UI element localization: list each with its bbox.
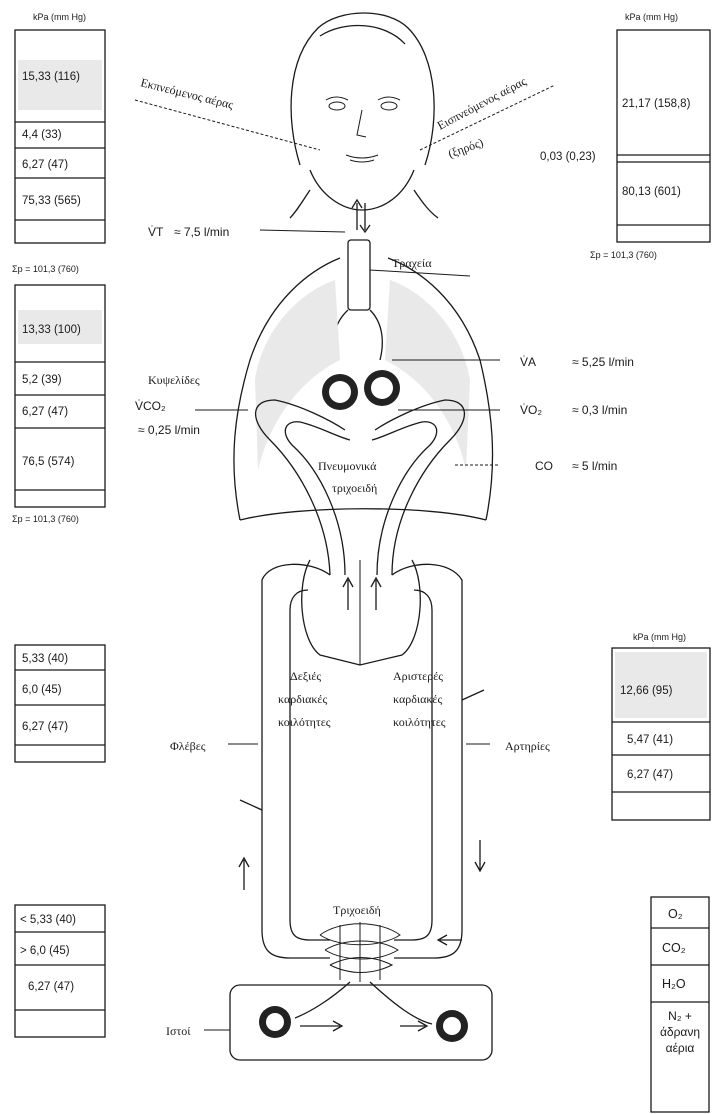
- diagram-labels: Εκπνεόμενος αέρας Εισπνεόμενος αέρας (ξη…: [135, 74, 634, 1038]
- alveolar-sum: Σp = 101,3 (760): [12, 514, 79, 524]
- arterial-h2o-value: 6,27 (47): [627, 769, 673, 781]
- vt-symbol: V̇T: [148, 225, 164, 239]
- expired-sum: Σp = 101,3 (760): [12, 264, 79, 274]
- va-symbol: V̇A: [520, 355, 536, 369]
- right-heart-label: Δεξιές: [290, 669, 321, 683]
- expired-n2-value: 75,33 (565): [22, 195, 81, 207]
- tissues-label: Ιστοί: [166, 1024, 191, 1038]
- vco2-symbol: V̇CO₂: [135, 399, 166, 413]
- vt-value: ≈ 7,5 l/min: [174, 225, 229, 239]
- venous-o2-value: 5,33 (40): [22, 653, 68, 665]
- va-value: ≈ 5,25 l/min: [572, 355, 634, 369]
- expired-o2-value: 15,33 (116): [22, 71, 80, 83]
- expired-co2-value: 4,4 (33): [22, 129, 62, 141]
- tissue-h2o-value: 6,27 (47): [28, 981, 74, 993]
- alveoli-label: Κυψελίδες: [148, 373, 200, 387]
- co-symbol: CO: [535, 459, 553, 473]
- legend-h2o: H₂O: [662, 977, 686, 991]
- right-heart-label-3: κοιλότητες: [278, 715, 331, 729]
- lungs-illustration: [234, 240, 493, 520]
- inspired-co2-value: 0,03 (0,23): [540, 151, 596, 163]
- expired-air-table: kPa (mm Hg) 15,33 (116) 4,4 (33) 6,27 (4…: [12, 12, 105, 274]
- arterial-table: kPa (mm Hg) 12,66 (95) 5,47 (41) 6,27 (4…: [612, 632, 710, 820]
- inspired-n2-value: 80,13 (601): [622, 186, 681, 198]
- inspired-sum: Σp = 101,3 (760): [590, 250, 657, 260]
- units-label: kPa (mm Hg): [633, 632, 686, 642]
- veins-label: Φλέβες: [170, 739, 206, 753]
- arterial-o2-value: 12,66 (95): [620, 685, 673, 697]
- tissue-table: < 5,33 (40) > 6,0 (45) 6,27 (47): [15, 905, 105, 1037]
- tissue-capillary-bed: [320, 922, 400, 982]
- trachea-label: Τραχεία: [392, 256, 432, 270]
- expired-h2o-value: 6,27 (47): [22, 159, 68, 171]
- alveolar-n2-value: 76,5 (574): [22, 456, 75, 468]
- left-heart-label-2: καρδιακές: [393, 692, 442, 706]
- arterial-co2-value: 5,47 (41): [627, 734, 673, 746]
- legend-o2: O₂: [668, 907, 683, 921]
- alveoli-illustration: [322, 370, 400, 410]
- legend-co2: CO₂: [662, 941, 686, 955]
- alveolar-table: 13,33 (100) 5,2 (39) 6,27 (47) 76,5 (574…: [12, 285, 105, 524]
- vco2-value: ≈ 0,25 l/min: [138, 423, 200, 437]
- units-label: kPa (mm Hg): [625, 12, 678, 22]
- tissue-co2-value: > 6,0 (45): [20, 945, 70, 957]
- left-heart-label: Αριστερές: [393, 669, 443, 683]
- legend-n2-wrap: N₂ + άδρανη αέρια: [652, 1008, 708, 1108]
- co-value: ≈ 5 l/min: [572, 459, 617, 473]
- tissue-capillaries-label: Τριχοειδή: [333, 903, 381, 917]
- tissue-o2-value: < 5,33 (40): [20, 914, 76, 926]
- inspired-air-label: Εισπνεόμενος αέρας: [435, 74, 529, 133]
- left-heart-label-3: κοιλότητες: [393, 715, 446, 729]
- inspired-air-table: kPa (mm Hg) 21,17 (158,8) 0,03 (0,23) 80…: [540, 12, 710, 260]
- venous-h2o-value: 6,27 (47): [22, 721, 68, 733]
- inspired-dry-label: (ξηρός): [446, 135, 485, 161]
- tissue-block: [230, 982, 492, 1060]
- pulmonary-capillaries-label: Πνευμονικά: [318, 459, 377, 473]
- right-heart-label-2: καρδιακές: [278, 692, 327, 706]
- head-illustration: [290, 13, 438, 218]
- vo2-value: ≈ 0,3 l/min: [572, 403, 627, 417]
- heart-illustration: [302, 560, 421, 665]
- alveolar-o2-value: 13,33 (100): [22, 324, 81, 336]
- alveolar-h2o-value: 6,27 (47): [22, 406, 68, 418]
- legend-n2: N₂ + άδρανη αέρια: [652, 1008, 708, 1056]
- pulmonary-capillaries-label-2: τριχοειδή: [332, 481, 377, 495]
- inspired-o2-value: 21,17 (158,8): [622, 98, 691, 110]
- vo2-symbol: V̇O₂: [520, 403, 542, 417]
- venous-co2-value: 6,0 (45): [22, 684, 62, 696]
- expired-air-label: Εκπνεόμενος αέρας: [139, 75, 235, 112]
- alveolar-co2-value: 5,2 (39): [22, 374, 62, 386]
- venous-table: 5,33 (40) 6,0 (45) 6,27 (47): [15, 645, 105, 762]
- arteries-label: Αρτηρίες: [505, 739, 550, 753]
- systemic-vessels: [240, 564, 484, 958]
- gas-legend: O₂ CO₂ H₂O N₂ + άδρανη αέρια: [651, 897, 709, 1112]
- units-label: kPa (mm Hg): [33, 12, 86, 22]
